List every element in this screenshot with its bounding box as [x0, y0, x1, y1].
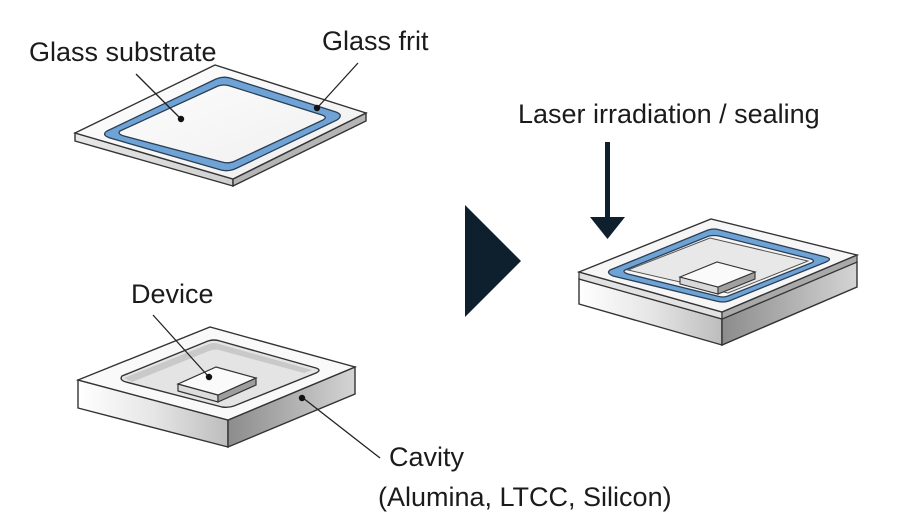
cavity-materials-label: (Alumina, LTCC, Silicon) — [378, 482, 672, 512]
cavity-package — [75, 326, 358, 449]
device-label: Device — [131, 279, 214, 309]
cavity-leader — [302, 397, 381, 459]
device-leader-dot — [205, 373, 213, 381]
device-chip-top — [176, 366, 258, 396]
glass-frit-label: Glass frit — [322, 26, 429, 56]
glass-frit-leader-dot — [313, 104, 321, 112]
glass-frit-leader — [317, 62, 359, 108]
cavity-label: Cavity — [389, 442, 465, 472]
sealed-device-top — [678, 261, 757, 288]
cavity-inner-wall — [124, 343, 312, 382]
cavity-leader-dot — [298, 394, 306, 402]
glass-substrate-top — [73, 64, 368, 180]
glass-frit-ring — [103, 76, 341, 172]
device-leader — [152, 314, 209, 377]
device-chip — [176, 366, 258, 403]
laser-down-arrow-icon — [590, 142, 625, 239]
glass-substrate-plate — [73, 64, 368, 188]
glass-substrate-leader — [135, 73, 181, 119]
glass-substrate-leader-dot — [177, 115, 185, 123]
sealed-frit-ring — [607, 228, 831, 303]
laser-label: Laser irradiation / sealing — [518, 99, 820, 129]
sealed-package — [576, 218, 860, 347]
process-arrow-icon — [465, 205, 521, 317]
glass-substrate-label: Glass substrate — [29, 37, 217, 67]
